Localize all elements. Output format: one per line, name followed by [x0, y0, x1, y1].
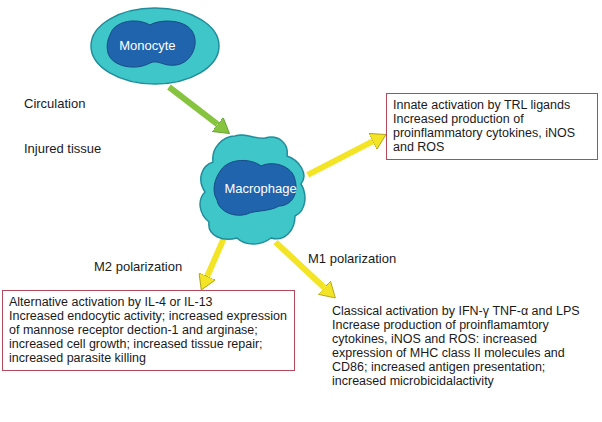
box-heading: Classical activation by IFN-γ TNF-α and …	[332, 304, 596, 318]
monocyte-cell: Monocyte	[88, 5, 223, 87]
box-body: Increased endocytic activity; increased …	[9, 309, 288, 365]
m1-activation-text: Classical activation by IFN-γ TNF-α and …	[330, 298, 598, 390]
cell-body	[91, 8, 219, 84]
nucleus	[214, 160, 296, 215]
polarization-arrow	[207, 239, 223, 277]
m2-activation-box: Alternative activation by IL-4 or IL-13I…	[2, 290, 295, 371]
innate-activation-box: Innate activation by TRL ligandsIncrease…	[386, 93, 598, 160]
edge-label: M2 polarization	[92, 259, 184, 274]
cell-body	[200, 135, 305, 244]
macrophage-cell: Macrophage	[195, 130, 310, 248]
nucleus	[107, 21, 195, 67]
edge-label: M1 polarization	[306, 251, 398, 266]
cell-name: Monocyte	[119, 39, 175, 53]
region-label: Injured tissue	[22, 141, 103, 156]
region-label: Circulation	[22, 96, 87, 111]
box-heading: Alternative activation by IL-4 or IL-13	[9, 295, 288, 309]
box-heading: Innate activation by TRL ligands	[393, 98, 591, 112]
box-body: Increased production of proinflammatory …	[393, 112, 591, 154]
cell-name: Macrophage	[224, 182, 296, 196]
box-body: Increase production of proinflamamtory c…	[332, 318, 596, 388]
polarization-arrow	[169, 87, 218, 124]
polarization-arrow	[308, 141, 373, 174]
